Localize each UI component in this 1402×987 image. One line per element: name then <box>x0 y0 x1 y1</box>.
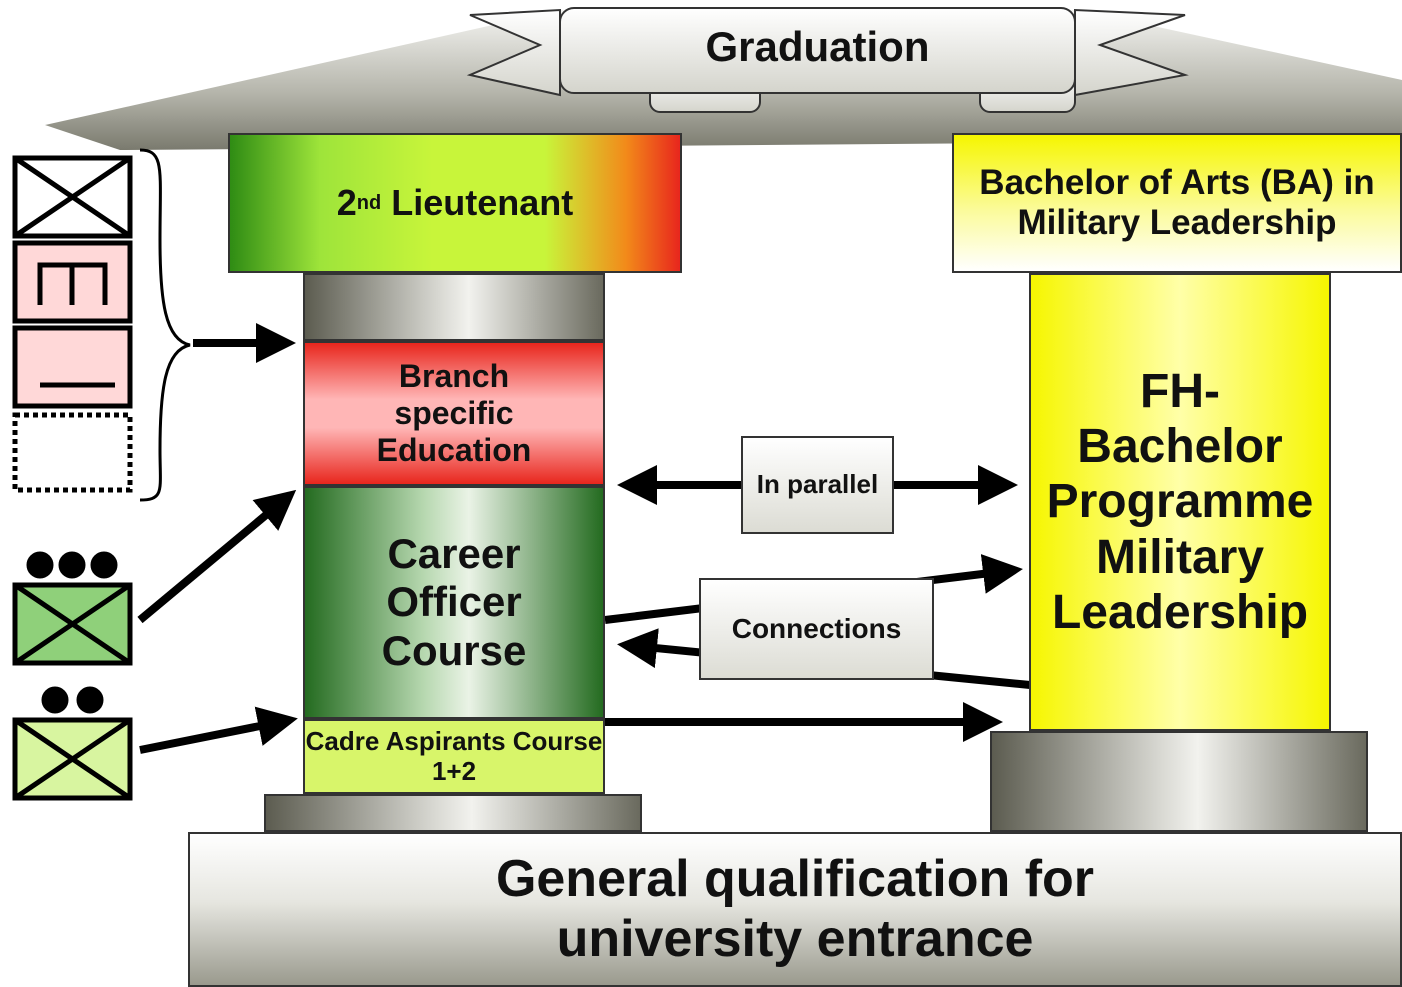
foundation: General qualification for university ent… <box>188 832 1402 987</box>
lieutenant-rest: Lieutenant <box>381 182 574 224</box>
lieutenant-main: 2 <box>336 182 357 224</box>
cadre-aspirants: Cadre Aspirants Course 1+2 <box>303 719 605 794</box>
right-pillar-base <box>990 731 1368 832</box>
bracket <box>139 148 191 502</box>
parallel-label: In parallel <box>741 436 894 534</box>
branch-education: Branch specific Education <box>303 341 605 486</box>
officer-symbol-large <box>12 551 133 666</box>
officer-symbol-small <box>12 686 133 801</box>
fh-bachelor-programme: FH- Bachelor Programme Military Leadersh… <box>1029 273 1331 731</box>
branch-symbols <box>12 155 133 493</box>
banner-body <box>559 7 1076 94</box>
left-pillar-neck <box>303 273 605 341</box>
banner-label: Graduation <box>705 23 930 71</box>
left-pillar-base <box>264 794 642 832</box>
bachelor-capital: Bachelor of Arts (BA) in Military Leader… <box>952 133 1402 273</box>
arrow-officer-cadre <box>139 706 298 754</box>
lieutenant-sup: nd <box>356 191 382 214</box>
career-officer-course: Career Officer Course <box>303 486 605 719</box>
connections-label: Connections <box>699 578 934 680</box>
arrow-officer-career <box>137 489 297 624</box>
